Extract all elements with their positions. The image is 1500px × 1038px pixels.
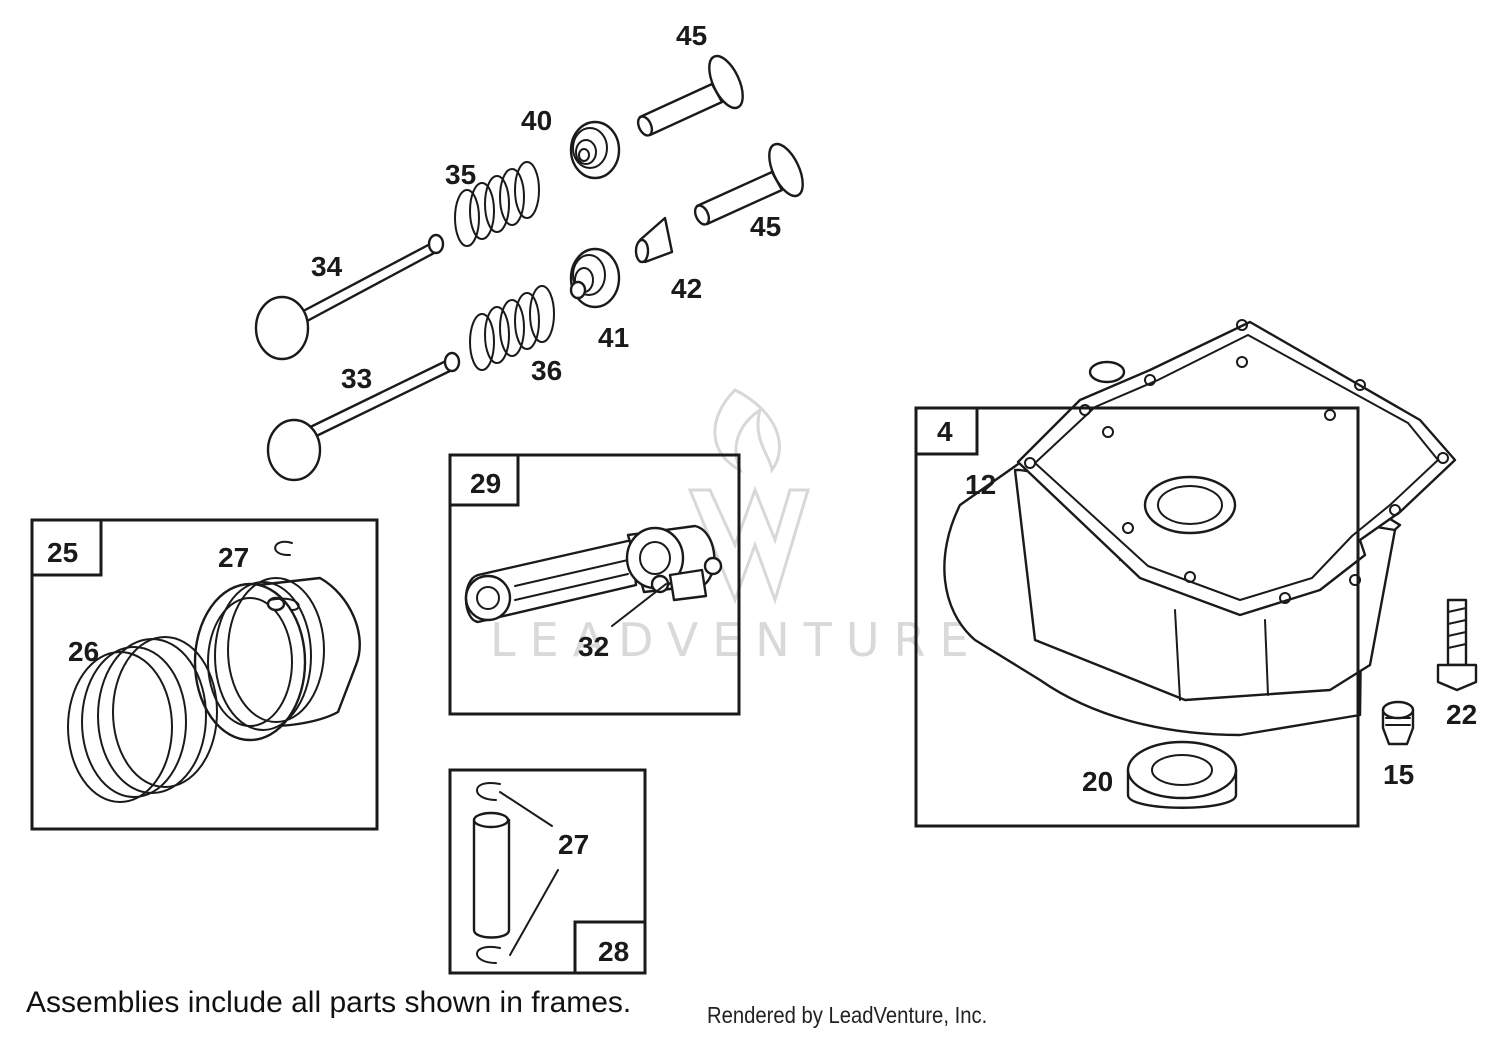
piston-rings	[67, 636, 218, 803]
callout-22: 22	[1446, 699, 1477, 730]
callout-45-lower: 45	[750, 211, 781, 242]
connecting-rod	[464, 524, 723, 624]
frame-29-tag	[448, 453, 520, 507]
frame-tag-28: 28	[598, 936, 629, 967]
callout-36: 36	[531, 355, 562, 386]
frame-25	[30, 518, 379, 831]
frame-tag-4: 4	[937, 416, 953, 447]
callout-20: 20	[1082, 766, 1113, 797]
callout-12: 12	[965, 469, 996, 500]
bolt	[1436, 598, 1478, 692]
piston-pin	[472, 811, 511, 939]
piston	[193, 576, 361, 742]
callout-27-piston: 27	[218, 542, 249, 573]
render-credit: Rendered by LeadVenture, Inc.	[707, 1002, 988, 1028]
callout-32: 32	[578, 631, 609, 662]
valve-spring-upper	[454, 161, 540, 247]
frame-tag-25: 25	[47, 537, 78, 568]
piston-pin-clip	[274, 540, 293, 557]
oil-seal	[1126, 740, 1238, 809]
callout-41: 41	[598, 322, 629, 353]
gasket	[1016, 320, 1457, 617]
frame-28	[448, 768, 647, 975]
callout-15: 15	[1383, 759, 1414, 790]
frame-25-tag	[30, 518, 103, 577]
frame-28-tag	[573, 920, 647, 975]
valve-spring-lower	[469, 285, 555, 371]
valve-lower	[266, 351, 461, 482]
callout-45-upper: 45	[676, 20, 707, 51]
watermark: LEADVENTURE	[490, 388, 983, 667]
callout-33: 33	[341, 363, 372, 394]
frame-29	[448, 453, 741, 716]
callout-35: 35	[445, 159, 476, 190]
valve-retainer-lower	[569, 247, 621, 309]
callout-42: 42	[671, 273, 702, 304]
callout-26: 26	[68, 636, 99, 667]
frame-4	[914, 406, 1360, 828]
valve-keeper	[634, 216, 674, 264]
tappet-upper	[636, 54, 744, 137]
assemblies-note: Assemblies include all parts shown in fr…	[26, 986, 632, 1019]
pin-clip-upper	[476, 781, 501, 801]
tappet-lower	[693, 142, 804, 226]
valve-retainer-upper	[569, 120, 621, 180]
gasket-bolt-holes	[1024, 319, 1449, 604]
leader-27-upper	[499, 791, 553, 827]
callout-27-pin: 27	[558, 829, 589, 860]
leader-32	[611, 583, 667, 627]
pin-clip-lower	[476, 945, 501, 964]
frame-tag-29: 29	[470, 468, 501, 499]
callout-40: 40	[521, 105, 552, 136]
frame-4-tag	[914, 406, 979, 456]
leader-27-lower	[509, 869, 559, 956]
drain-plug	[1381, 700, 1415, 746]
valve-upper	[254, 233, 445, 361]
watermark-text: LEADVENTURE	[490, 613, 983, 667]
callout-34: 34	[311, 251, 343, 282]
